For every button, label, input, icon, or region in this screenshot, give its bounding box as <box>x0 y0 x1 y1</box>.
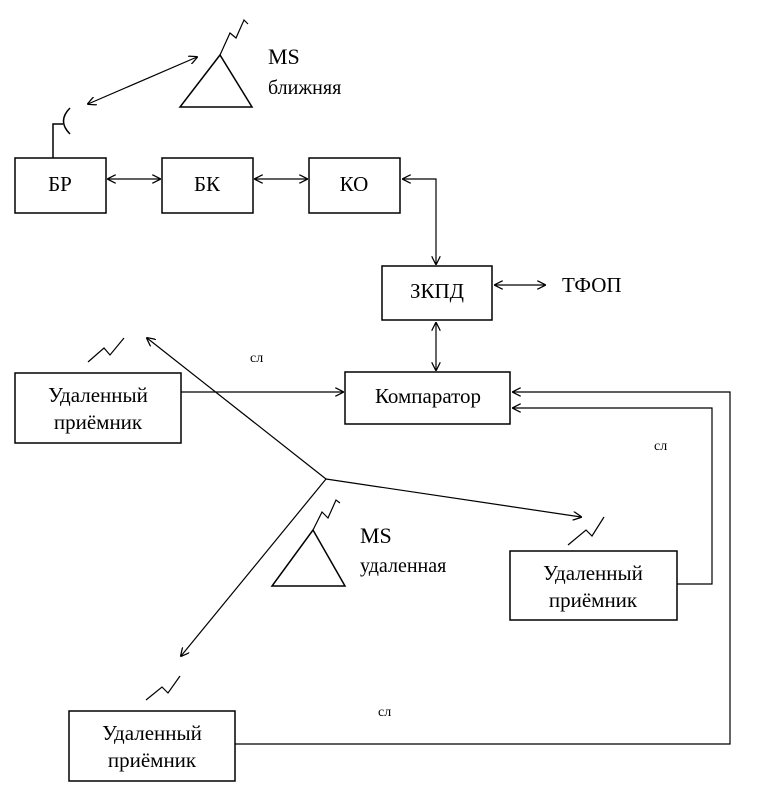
remote-receiver-3-antenna-icon <box>145 675 181 701</box>
block-comparator: Компаратор <box>344 371 511 425</box>
ms-near-label-line1: MS <box>268 44 300 69</box>
radio-paths-far <box>147 338 581 656</box>
ms-far-triangle-icon <box>270 528 347 587</box>
link-label-3: сл <box>378 705 391 720</box>
remote-receiver-2-antenna-icon <box>567 516 605 546</box>
tfop-label: ТФОП <box>562 273 622 297</box>
arrow-ko-zkpd <box>403 179 436 264</box>
link-label-2: сл <box>654 439 667 454</box>
ms-near-triangle-icon <box>178 53 254 108</box>
remote-receiver-1-line2: приёмник <box>54 410 143 434</box>
remote-receiver-1-antenna-icon <box>87 337 125 363</box>
block-ko-label: КО <box>340 172 369 196</box>
block-comparator-label: Компаратор <box>375 384 481 408</box>
remote-receiver-1-line1: Удаленный <box>48 383 148 407</box>
radio-link-near <box>88 57 197 104</box>
remote-receiver-3-line1: Удаленный <box>102 721 202 745</box>
block-bk: БК <box>161 157 254 214</box>
remote-receiver-2-line1: Удаленный <box>543 561 643 585</box>
remote-receiver-3-line2: приёмник <box>108 748 197 772</box>
ms-far-antenna-icon <box>312 499 341 531</box>
ms-far-label-line2: удаленная <box>360 555 446 577</box>
ms-near-label-line2: ближняя <box>268 77 341 99</box>
block-bk-label: БК <box>194 172 221 196</box>
block-br-label: БР <box>48 172 72 196</box>
block-ko: КО <box>308 157 401 214</box>
link-label-1: сл <box>250 351 263 366</box>
ms-far-label-line1: MS <box>360 523 392 548</box>
ms-near: MS ближняя <box>178 18 341 108</box>
remote-receiver-2: Удаленный приёмник <box>509 550 678 621</box>
remote-receiver-1: Удаленный приёмник <box>14 372 182 444</box>
link-receiver-2-comparator <box>513 408 713 585</box>
block-zkpd-label: ЗКПД <box>410 279 464 303</box>
block-zkpd: ЗКПД <box>381 265 493 321</box>
remote-receiver-3: Удаленный приёмник <box>68 710 236 782</box>
ms-near-antenna-icon <box>219 18 249 56</box>
remote-receiver-2-line2: приёмник <box>549 588 638 612</box>
ms-far: MS удаленная <box>270 499 446 587</box>
block-br: БР <box>14 157 107 214</box>
link-receiver-3-comparator <box>235 392 731 745</box>
br-antenna-icon <box>52 107 71 158</box>
